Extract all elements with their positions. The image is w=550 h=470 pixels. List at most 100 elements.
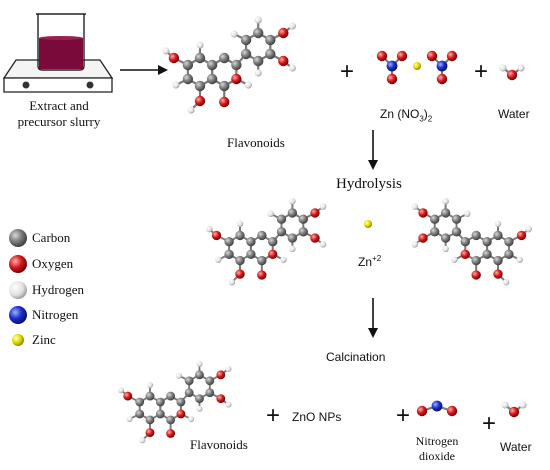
hydrogen-atom [517, 64, 525, 72]
hydrogen-atom [411, 241, 419, 248]
legend-label: Hydrogen [32, 282, 84, 297]
carbon-atom [451, 227, 462, 237]
nitrogen-dioxide-molecule [416, 400, 458, 417]
oxygen-atom [211, 230, 222, 241]
oxygen-atom [235, 269, 245, 279]
hydrogen-atom [187, 106, 195, 114]
carbon-atom [504, 249, 514, 259]
carbon-atom [440, 233, 451, 243]
hydrogen-atom [519, 401, 527, 409]
carbon-atom [493, 230, 503, 241]
hydrogen-atom [464, 210, 471, 218]
carbon-atom [206, 73, 218, 85]
carbon-atom [471, 255, 481, 266]
plus-sign: + [340, 58, 355, 85]
carbon-atom [135, 397, 145, 407]
carbon-atom [224, 237, 234, 247]
oxygen-atom [194, 95, 206, 107]
nitrogen-atom [386, 60, 398, 72]
plus-sign: + [474, 58, 489, 85]
carbon-atom [195, 394, 204, 404]
carbon-atom [235, 230, 245, 241]
oxygen-atom [166, 429, 176, 438]
carbon-atom [219, 52, 230, 64]
flavonoid-molecule-top [162, 16, 296, 114]
oxygen-atom [268, 249, 278, 259]
water-molecule-top [499, 64, 525, 81]
zinc-atom [413, 62, 421, 70]
carbon-atom [166, 415, 176, 425]
zinc-ion-label: Zn+2 [358, 254, 382, 269]
carbon-atom [257, 255, 267, 266]
legend-item-nitrogen: Nitrogen [8, 304, 78, 326]
hydrogen-atom [206, 225, 213, 233]
carbon-atom [276, 227, 287, 237]
carbon-atom [240, 34, 252, 46]
flavonoid-molecule-left [206, 197, 327, 286]
no2-label: Nitrogen dioxide [415, 434, 459, 463]
carbon-atom [252, 27, 264, 39]
carbon-atom [471, 230, 481, 241]
hydrogen-atom [411, 203, 419, 210]
hydrogen-atom [254, 16, 262, 24]
oxygen-atom [460, 249, 470, 259]
hydrogen-atom [451, 256, 458, 263]
oxygen-atom [506, 69, 518, 81]
oxygen-atom [471, 270, 481, 280]
hydrogen-atom [280, 256, 287, 263]
hydrogen-atom [196, 405, 203, 412]
oxygen-atom [396, 50, 408, 62]
legend-item-carbon: Carbon [8, 227, 70, 249]
carbon-atom [145, 391, 155, 401]
hydrogen-atom [126, 415, 133, 423]
hydrogen-atom [215, 256, 222, 263]
carbon-atom [257, 230, 267, 241]
oxygen-atom [257, 270, 267, 280]
carbon-atom [493, 255, 503, 266]
extract-label: Extract and precursor slurry [17, 98, 101, 129]
hydrogen-atom [525, 225, 532, 233]
hydrogen-atom [236, 220, 244, 227]
oxygen-atom [145, 428, 155, 438]
oxygen-atom [231, 73, 242, 85]
zinc-atom-icon [12, 334, 24, 346]
carbon-atom [155, 409, 165, 419]
carbon-atom [184, 388, 194, 398]
oxygen-atom [386, 73, 398, 85]
oxygen-atom [168, 52, 180, 64]
nitrogen-atom-icon [9, 306, 27, 324]
oxygen-atom [446, 50, 458, 62]
water-bottom-label: Water [500, 440, 532, 454]
carbon-atom [194, 52, 206, 64]
carbon-atom [182, 73, 194, 85]
carbon-atom [298, 227, 308, 237]
calcination-label: Calcination [326, 350, 386, 364]
carbon-atom [205, 376, 215, 386]
oxygen-atom [436, 73, 448, 85]
hydrogen-atom [117, 387, 125, 394]
hydrogen-atom [228, 278, 236, 286]
carbon-atom [219, 80, 230, 92]
hydrogen-atom-icon [9, 281, 27, 299]
carbon-atom [145, 415, 155, 425]
water-molecule-bottom [501, 401, 527, 418]
hydrogen-atom [288, 22, 296, 30]
hydrogen-atom [188, 415, 195, 423]
hydrogen-atom [289, 245, 296, 253]
oxygen-atom [176, 409, 186, 419]
hydrogen-atom [196, 360, 203, 367]
hydrogen-atom [319, 203, 327, 210]
carbon-atom [235, 255, 245, 266]
oxygen-atom [446, 405, 458, 417]
legend-label: Zinc [32, 332, 56, 347]
oxygen-atom [508, 406, 520, 418]
flavonoids-bottom-label: Flavonoids [190, 437, 248, 452]
hydrogen-atom [254, 69, 262, 77]
carbon-atom [276, 214, 287, 224]
hydrogen-atom [501, 401, 509, 409]
hydrogen-atom [225, 401, 232, 408]
carbon-atom [240, 48, 252, 60]
legend-label: Carbon [32, 230, 71, 245]
carbon-atom [430, 214, 440, 224]
hydrogen-atom [319, 241, 327, 248]
